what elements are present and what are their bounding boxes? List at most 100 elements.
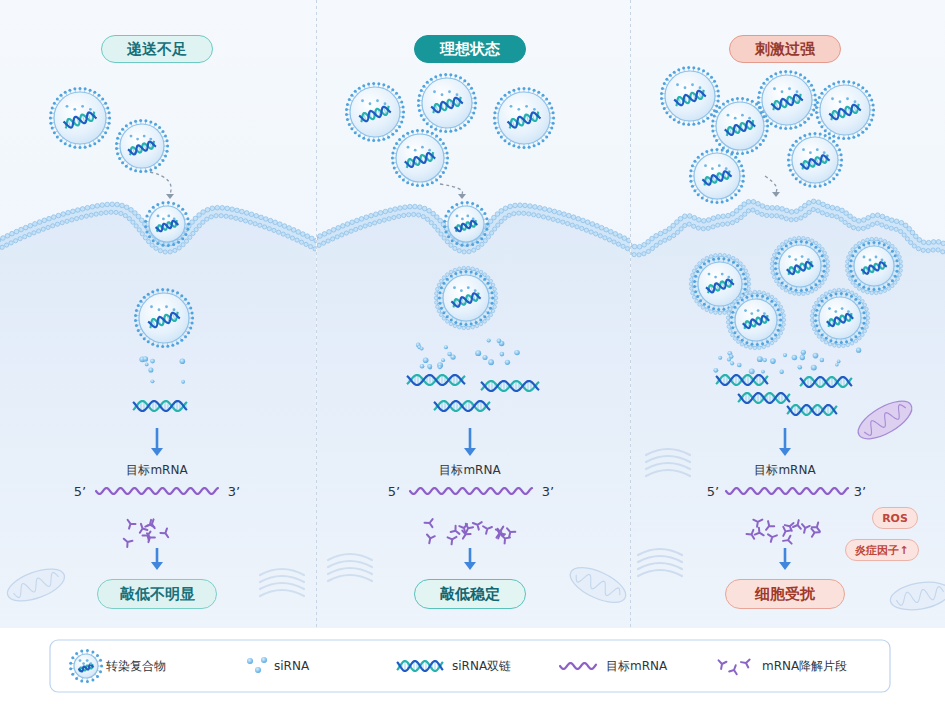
lipid-head [760, 204, 765, 209]
lipid-head [23, 225, 28, 230]
lipid-head [746, 209, 750, 213]
lipid-head [711, 130, 714, 133]
lipid-head [812, 109, 815, 112]
mito-outline [853, 394, 918, 447]
flow-arrow [156, 548, 159, 563]
sirna-dot [718, 164, 721, 167]
lipid-head [789, 209, 794, 214]
strand [507, 111, 541, 129]
lipid-head [262, 225, 266, 229]
lipid-head [118, 157, 121, 160]
lipid-head [391, 151, 394, 154]
sirna-dot [420, 347, 424, 351]
lipid-head [642, 252, 646, 256]
lipid-head [518, 203, 523, 208]
lipid-head [430, 78, 433, 81]
lipid-head [154, 166, 157, 169]
lipid-head [669, 74, 672, 77]
lipid-head [483, 320, 487, 324]
lipid-head [736, 97, 739, 100]
lipid-head [837, 81, 840, 84]
lipid-head [116, 137, 119, 140]
lipid-head [594, 232, 598, 236]
lipid-head [421, 129, 424, 132]
lipid-head [842, 137, 845, 140]
cristae [895, 586, 944, 606]
lipid-head [857, 134, 860, 137]
lipid-head [466, 201, 469, 204]
lipid-head [93, 142, 96, 145]
lipid-head [436, 287, 440, 291]
lipid-head [95, 204, 100, 209]
lipid-head [286, 234, 290, 238]
lipid-head [852, 217, 857, 222]
mito-outline [888, 578, 945, 614]
lipid-head [493, 227, 497, 231]
lipid-head [116, 152, 119, 155]
base-pair [165, 401, 166, 411]
lipid-head [457, 249, 461, 253]
complex-body [820, 85, 870, 135]
lipid-head [147, 340, 150, 343]
lipid-head [449, 243, 453, 247]
lipid-head [697, 67, 700, 70]
lipid-head [824, 88, 827, 91]
lipid-head [760, 111, 763, 114]
lipid-head [711, 125, 714, 128]
lipid-head [766, 119, 769, 122]
sirna-dot [788, 87, 791, 90]
lipid-head [259, 215, 264, 220]
lipid-head [774, 125, 777, 128]
lipid-head [377, 82, 380, 85]
lipid-head [318, 234, 323, 239]
lipid-head [603, 236, 607, 240]
lipid-head [799, 181, 802, 184]
lipid-head [345, 222, 350, 227]
sirna-dot [487, 338, 491, 342]
lipid-head [418, 94, 421, 97]
lipid-head [442, 276, 446, 280]
lipid-head [548, 102, 551, 105]
lipid-head [658, 240, 662, 244]
lipid-head [5, 234, 10, 239]
lipid-head [736, 152, 739, 155]
lipid-head [470, 323, 473, 326]
lipid-head [439, 232, 443, 236]
lipid-head [880, 214, 885, 219]
lipid-head [865, 127, 868, 130]
lipid-head [106, 106, 109, 109]
lipid-head [799, 73, 802, 76]
lipid-head [49, 117, 52, 120]
lipid-head [51, 224, 55, 228]
sirna-dot [691, 83, 694, 86]
lipid-head [726, 199, 729, 202]
lipid-head [550, 127, 553, 130]
lipid-head [426, 130, 429, 133]
lipid-head [472, 91, 475, 94]
lipid-head [426, 81, 429, 84]
lipid-head [493, 117, 496, 120]
lipid-head [894, 227, 898, 231]
lipid-head [121, 161, 124, 164]
membrane-band [317, 205, 630, 252]
lipid-head [400, 100, 403, 103]
lipid-head [392, 215, 396, 219]
sirna-dot [150, 305, 153, 308]
strand [829, 103, 861, 121]
lipid-head [156, 344, 159, 347]
base-pair [430, 375, 431, 385]
lipid-head [654, 243, 658, 247]
panel [631, 199, 945, 628]
panel [0, 202, 316, 628]
lipid-head [373, 221, 377, 225]
lipid-head [46, 225, 50, 229]
lipid-head [362, 137, 365, 140]
lipid-head [537, 91, 540, 94]
lipid-head [757, 101, 760, 104]
lipid-head [721, 214, 726, 219]
lipid-head [838, 169, 841, 172]
lipid-head [741, 97, 744, 100]
lipid-head [345, 113, 348, 116]
lipid-head [436, 305, 440, 309]
lipid-head [682, 122, 685, 125]
